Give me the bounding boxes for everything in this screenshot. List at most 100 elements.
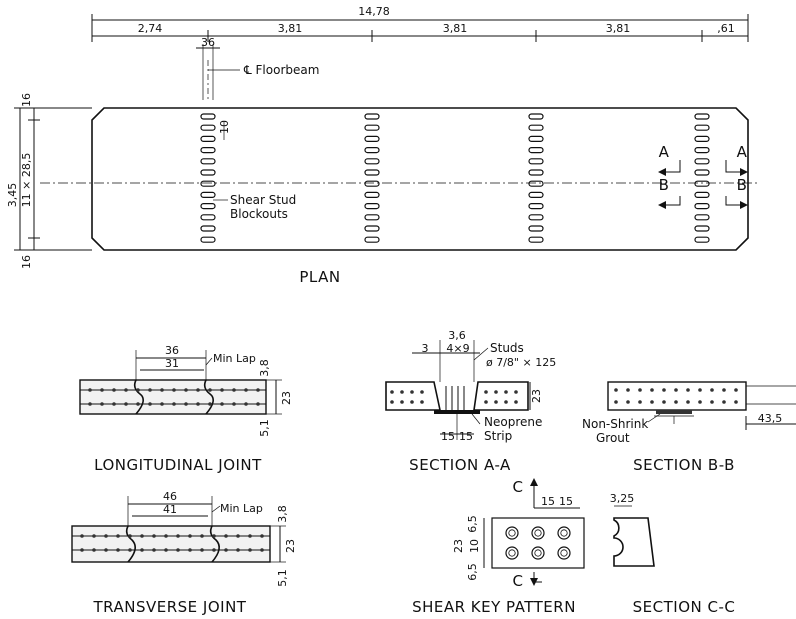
blockout-slot: [528, 225, 544, 232]
lj-lap-label: Min Lap: [213, 352, 256, 365]
blockout-slot: [528, 147, 544, 154]
saa-dim-b1: 15: [441, 430, 455, 443]
shear-key-circle: [505, 546, 519, 560]
blockout-slot: [528, 203, 544, 210]
rebar-dot: [504, 390, 508, 394]
rebar-dot: [188, 534, 192, 538]
tj-dim-bottom: 5,1: [276, 569, 289, 587]
rebar-dot: [244, 402, 248, 406]
sk-c-bottom: C: [513, 572, 524, 590]
shear-key-circle: [505, 526, 519, 540]
rebar-dot: [698, 400, 702, 404]
rebar-dot: [88, 388, 92, 392]
rebar-dot: [256, 388, 260, 392]
rebar-dot: [686, 388, 690, 392]
blockout-slot: [694, 236, 710, 243]
rebar-dot: [148, 402, 152, 406]
sbb-grout-2: Grout: [596, 431, 630, 445]
blockout-slot: [694, 180, 710, 187]
rebar-dot: [710, 388, 714, 392]
section-a-a: 3,6 3 4×9 Studs ø 7/8" × 125 23 Neoprene…: [385, 329, 556, 474]
tj-dim-depth: 23: [284, 539, 297, 553]
rebar-dot: [256, 402, 260, 406]
rebar-dot: [236, 548, 240, 552]
rebar-dot: [196, 402, 200, 406]
edge-top-dim: 16: [20, 93, 33, 107]
rebar-dot: [504, 400, 508, 404]
blockout-slot: [200, 225, 216, 232]
rebar-dot: [420, 400, 424, 404]
span-dim-3: 3,81: [443, 22, 468, 35]
blockout-slot: [200, 236, 216, 243]
shear-key-pattern: C 15 15 6,5 23 10 6,5 C SHEAR KEY PATTER…: [412, 478, 585, 616]
sk-dim-b: 15: [559, 495, 573, 508]
shear-key-inner: [560, 549, 568, 557]
rebar-dot: [164, 548, 168, 552]
rebar-dot: [104, 548, 108, 552]
blockout-slot: [200, 135, 216, 142]
blockout-slot: [200, 158, 216, 165]
rebar-dot: [128, 548, 132, 552]
shear-stud-blockouts: [200, 113, 710, 243]
scc-dim-top: 3,25: [610, 492, 635, 505]
rebar-dot: [200, 548, 204, 552]
blockout-slot: [364, 135, 380, 142]
saa-dim-top: 3,6: [448, 329, 466, 342]
lj-dim-bottom: 5,1: [258, 419, 271, 437]
lj-joint-right: [203, 379, 214, 415]
rebar-dot: [410, 390, 414, 394]
saa-dim-depth: 23: [530, 389, 543, 403]
blockout-slot: [528, 135, 544, 142]
blockout-slot: [364, 147, 380, 154]
rebar-dot: [484, 390, 488, 394]
saa-dim-studs: 4×9: [446, 342, 469, 355]
rebar-dot: [200, 534, 204, 538]
shear-key-inner: [508, 529, 516, 537]
rebar-dot: [686, 400, 690, 404]
rebar-dot: [410, 400, 414, 404]
blockout-slot: [200, 214, 216, 221]
rebar-dot: [734, 388, 738, 392]
overall-dim-text: 14,78: [358, 5, 390, 18]
saa-studs-label: Studs: [490, 341, 524, 355]
rebar-dot: [220, 402, 224, 406]
lj-lap-leader: [205, 357, 213, 366]
lj-dim-top: 3,8: [258, 359, 271, 377]
scc-title: SECTION C-C: [633, 598, 736, 616]
cut-a-left: [664, 160, 681, 173]
rebar-dot: [710, 400, 714, 404]
rebar-dot: [196, 388, 200, 392]
saa-beam-flange: [434, 410, 480, 414]
arrow-a-left: [658, 168, 666, 176]
stud-label-line2: Blockouts: [230, 207, 288, 221]
blockout-slot: [200, 203, 216, 210]
rebar-dot: [92, 548, 96, 552]
blockout-slot: [528, 214, 544, 221]
blockout-slot: [364, 180, 380, 187]
shear-key-inner: [534, 549, 542, 557]
arrow-b-right: [740, 201, 748, 209]
saa-dim-b2: 15: [459, 430, 473, 443]
rebar-dot: [212, 548, 216, 552]
shear-key-circle: [557, 546, 571, 560]
saa-neoprene-1: Neoprene: [484, 415, 542, 429]
blockout-slot: [364, 124, 380, 131]
rebar-dot: [232, 388, 236, 392]
rebar-dot: [224, 548, 228, 552]
blockout-slot: [694, 225, 710, 232]
saa-studs-spec: ø 7/8" × 125: [486, 356, 556, 369]
edge-bottom-dim: 16: [20, 255, 33, 269]
sbb-title: SECTION B-B: [633, 456, 735, 474]
rebar-dot: [112, 388, 116, 392]
blockout-slot: [200, 113, 216, 120]
rebar-dot: [514, 390, 518, 394]
tj-dim-outer: 46: [163, 490, 177, 503]
rebar-dot: [220, 388, 224, 392]
deck-panel-outline: [91, 107, 749, 251]
saa-title: SECTION A-A: [409, 456, 511, 474]
lj-rebar-dots: [88, 388, 260, 406]
rebar-dot: [176, 534, 180, 538]
lj-slab: [79, 379, 267, 415]
blockout-slot: [200, 191, 216, 198]
sk-dim-top: 6,5: [466, 515, 479, 533]
